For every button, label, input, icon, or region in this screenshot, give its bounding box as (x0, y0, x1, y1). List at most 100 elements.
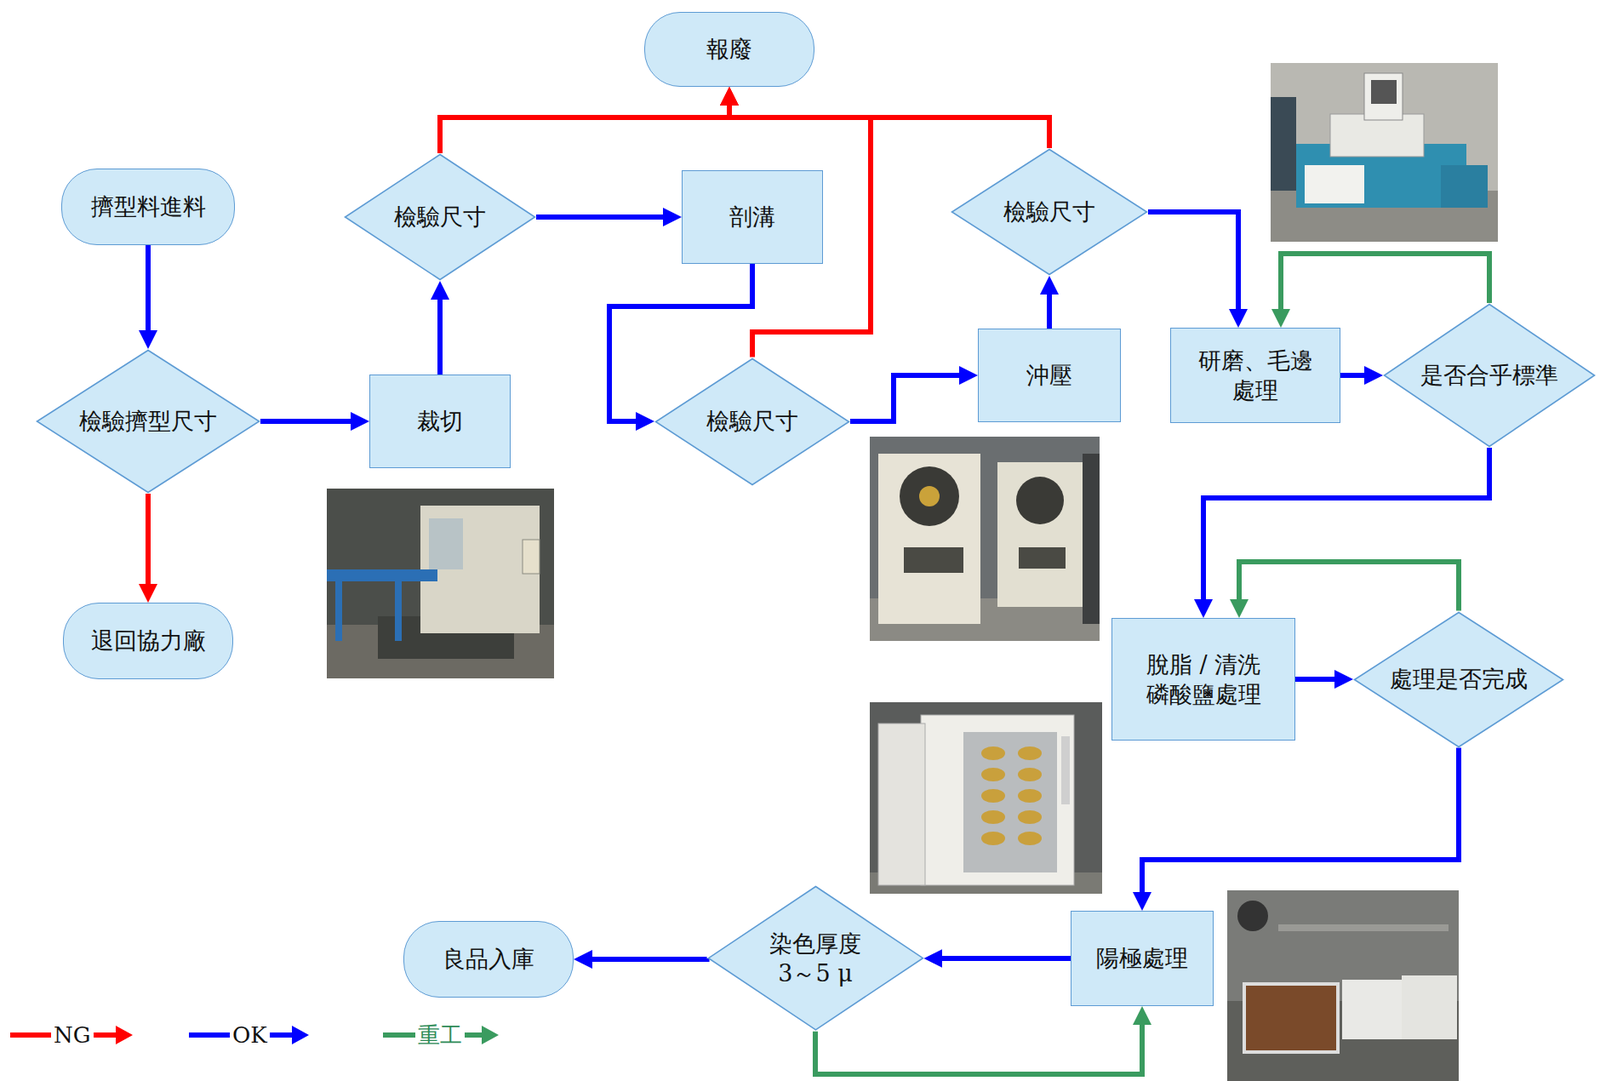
rinse-tank (1342, 979, 1402, 1040)
anodizing-tank-photo (1227, 890, 1459, 1081)
process-box: 脫脂 / 清洗 磷酸鹽處理 (1111, 617, 1296, 741)
node-label: 裁切 (417, 405, 463, 436)
part-stack (981, 746, 1006, 760)
flow-arrow (1142, 748, 1459, 904)
flow-arrow (931, 955, 1071, 961)
flow-arrow (260, 418, 362, 424)
flow-arrow (145, 493, 151, 595)
pipe (1278, 924, 1449, 932)
photo-background (1270, 62, 1498, 242)
diamond-outline (707, 885, 925, 1031)
flow-arrow (440, 94, 730, 154)
legend-swatch (188, 1032, 230, 1038)
node-label: 剖溝 (729, 201, 776, 232)
diamond-shape (952, 149, 1148, 275)
legend-swatch (382, 1032, 416, 1038)
flow-arrow (1340, 372, 1376, 378)
photo-background (869, 702, 1103, 894)
process-box: 裁切 (369, 374, 511, 469)
grinder-photo (1270, 62, 1498, 242)
machine-window (428, 518, 463, 570)
legend-label: 重工 (417, 1023, 463, 1046)
wall-fan (1237, 900, 1269, 932)
side-equipment (1270, 97, 1297, 191)
legend-label: NG (53, 1023, 92, 1046)
anodizing-tank (1244, 983, 1338, 1052)
terminal-box: 報廢 (644, 11, 815, 87)
legend-entry: OK (188, 1022, 309, 1047)
photo-background (326, 488, 555, 679)
rinse-tank (1401, 975, 1458, 1040)
decision-diamond: 檢驗擠型尺寸 (35, 348, 261, 494)
node-label: 檢驗擠型尺寸 (79, 405, 218, 436)
part-stack (1017, 831, 1042, 846)
part-stack (981, 810, 1006, 824)
flow-arrow (850, 375, 971, 422)
legend-arrow-head (115, 1025, 133, 1045)
photo-background (869, 436, 1100, 641)
part-stack (981, 788, 1006, 803)
node-label: 報廢 (706, 34, 753, 64)
oven-door (878, 723, 926, 886)
part-stack (981, 831, 1006, 846)
flow-arrow (729, 94, 1050, 149)
table-leg (394, 581, 402, 641)
part-stack (981, 767, 1006, 782)
node-label: 染色厚度 3～5 μ (761, 928, 869, 989)
legend-arrow (269, 1022, 309, 1047)
legend-entry: 重工 (382, 1022, 499, 1047)
machine-table (1304, 165, 1365, 204)
legend-line (382, 1022, 416, 1047)
terminal-box: 擠型料進料 (61, 168, 235, 246)
process-box: 研磨、毛邊 處理 (1170, 327, 1341, 423)
node-label: 陽極處理 (1096, 942, 1189, 973)
decision-diamond: 檢驗尺寸 (343, 153, 537, 281)
legend-arrow-head (291, 1025, 309, 1045)
legend-line (10, 1022, 52, 1047)
node-label: 沖壓 (1026, 360, 1073, 390)
press-die (903, 547, 964, 573)
part-stack (1017, 767, 1042, 782)
node-label: 是否合乎標準 (1420, 360, 1559, 390)
flow-arrow (437, 288, 443, 375)
flow-arrow (1203, 447, 1490, 611)
flow-arrow (1148, 211, 1239, 320)
node-label: 良品入庫 (442, 943, 535, 974)
legend-arrow-head (481, 1025, 499, 1045)
diamond-shape (37, 350, 260, 493)
monitor-screen (1371, 80, 1397, 104)
oven-chamber (963, 731, 1058, 873)
oven-cabinet (920, 714, 1075, 886)
node-label: 處理是否完成 (1389, 663, 1528, 694)
control-panel (522, 539, 540, 574)
press-frame (878, 453, 981, 624)
terminal-box: 良品入庫 (403, 920, 574, 998)
punch-press-photo (869, 436, 1100, 641)
feed-table (326, 569, 438, 582)
decision-diamond: 檢驗尺寸 (950, 148, 1149, 276)
flow-arrow (815, 1013, 1143, 1075)
legend-label: OK (232, 1023, 268, 1046)
diamond-shape (708, 886, 923, 1030)
process-box: 沖壓 (977, 328, 1121, 423)
legend-swatch (10, 1032, 52, 1038)
legend-arrow (464, 1022, 499, 1047)
legend-arrow (93, 1022, 133, 1047)
flow-arrow (1295, 676, 1346, 682)
process-box: 陽極處理 (1070, 910, 1214, 1006)
node-label: 研磨、毛邊 處理 (1191, 345, 1320, 406)
decision-diamond: 染色厚度 3～5 μ (707, 885, 925, 1031)
legend-arrow-shaft (269, 1032, 296, 1038)
decision-diamond: 檢驗尺寸 (654, 357, 851, 486)
part-stack (1017, 746, 1042, 760)
oven-controls (1061, 736, 1070, 805)
node-label: 檢驗尺寸 (394, 201, 486, 232)
connector-group (148, 94, 1490, 1075)
node-label: 檢驗尺寸 (1003, 196, 1096, 227)
flow-arrow (1046, 283, 1052, 329)
flow-arrow (536, 214, 675, 220)
part-stack (1017, 810, 1042, 824)
process-box: 剖溝 (681, 170, 823, 264)
